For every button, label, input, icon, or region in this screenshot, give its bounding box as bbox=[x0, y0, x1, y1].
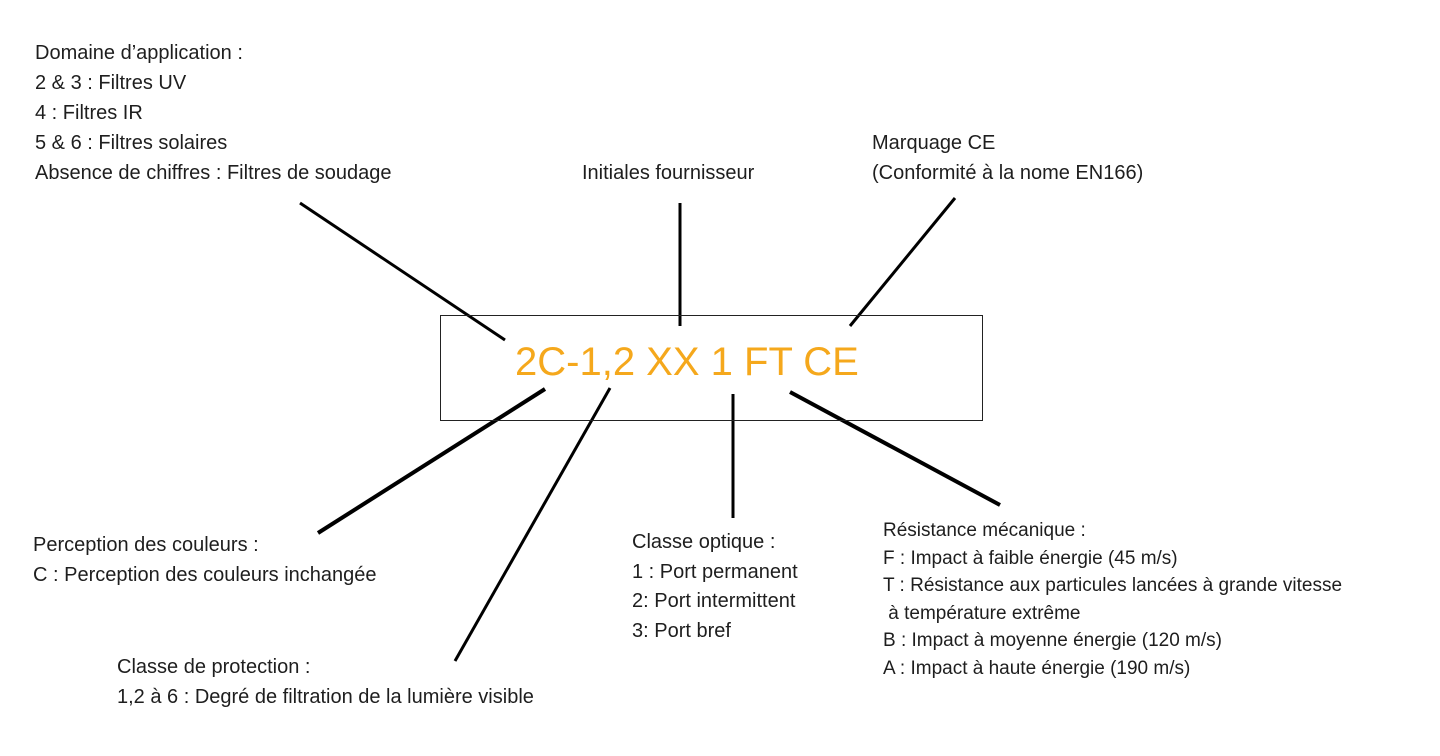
perception-item: C : Perception des couleurs inchangée bbox=[33, 564, 377, 586]
fournisseur-title: Initiales fournisseur bbox=[582, 162, 755, 184]
resistance-item: A : Impact à haute énergie (190 m/s) bbox=[883, 657, 1191, 679]
resistance-title: Résistance mécanique : bbox=[883, 520, 1086, 541]
marquage-title: Marquage CE bbox=[872, 132, 996, 154]
resistance-item: T : Résistance aux particules lancées à … bbox=[883, 575, 1343, 596]
resistance-block: Résistance mécanique : F : Impact à faib… bbox=[883, 517, 1342, 682]
optique-item: 2: Port intermittent bbox=[632, 590, 796, 613]
protection-title: Classe de protection : bbox=[117, 656, 311, 678]
connector-protection bbox=[453, 387, 612, 662]
resistance-item: à température extrême bbox=[883, 602, 1081, 624]
protection-item: 1,2 à 6 : Degré de filtration de la lumi… bbox=[117, 686, 534, 708]
domaine-title: Domaine d’application : bbox=[35, 42, 243, 64]
code-box bbox=[440, 315, 983, 421]
domaine-item: 5 & 6 : Filtres solaires bbox=[35, 132, 228, 154]
resistance-item: B : Impact à moyenne énergie (120 m/s) bbox=[883, 630, 1222, 651]
optique-title: Classe optique : bbox=[632, 531, 776, 553]
optique-item: 3: Port bref bbox=[632, 620, 731, 643]
protection-block: Classe de protection : 1,2 à 6 : Degré d… bbox=[117, 652, 534, 712]
marquage-block: Marquage CE (Conformité à la nome EN166) bbox=[872, 128, 1143, 188]
domaine-item: Absence de chiffres : Filtres de soudage bbox=[35, 162, 392, 184]
domaine-block: Domaine d’application : 2 & 3 : Filtres … bbox=[35, 38, 392, 188]
connector-domaine bbox=[299, 201, 506, 342]
domaine-item: 4 : Filtres IR bbox=[35, 102, 143, 124]
perception-title: Perception des couleurs : bbox=[33, 534, 259, 556]
connector-marquage bbox=[848, 197, 957, 327]
perception-block: Perception des couleurs : C : Perception… bbox=[33, 530, 377, 590]
resistance-item: F : Impact à faible énergie (45 m/s) bbox=[883, 547, 1178, 569]
marking-code: 2C-1,2 XX 1 FT CE bbox=[515, 340, 859, 384]
optique-item: 1 : Port permanent bbox=[632, 560, 798, 583]
marquage-item: (Conformité à la nome EN166) bbox=[872, 162, 1144, 184]
connector-resistance bbox=[789, 390, 1001, 507]
domaine-item: 2 & 3 : Filtres UV bbox=[35, 72, 187, 94]
optique-block: Classe optique : 1 : Port permanent 2: P… bbox=[632, 528, 798, 647]
fournisseur-block: Initiales fournisseur bbox=[582, 158, 754, 188]
connector-perception bbox=[316, 387, 547, 535]
